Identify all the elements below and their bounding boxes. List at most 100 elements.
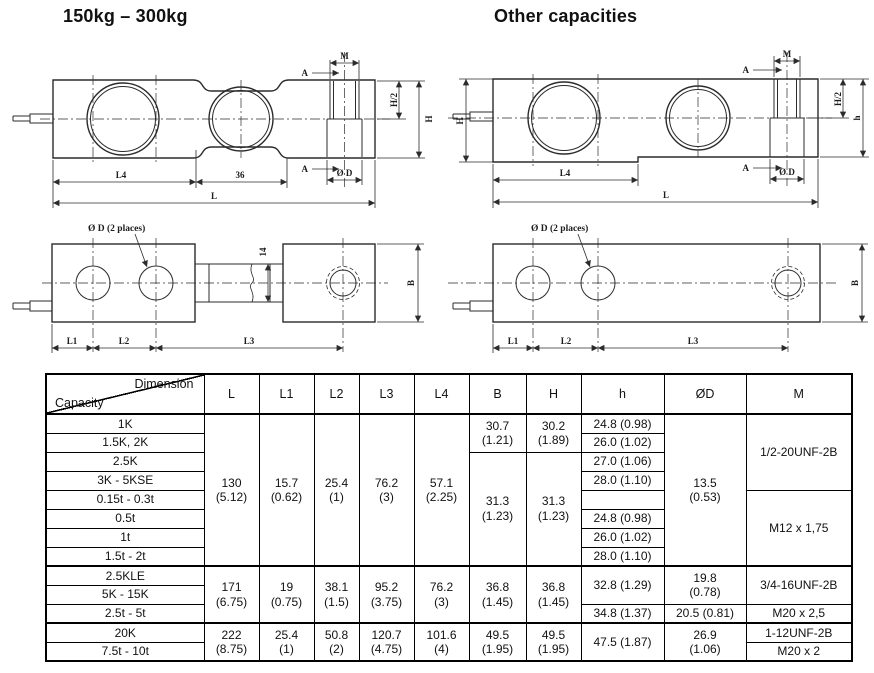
value-l: 171 (6.75) [203, 565, 260, 624]
table-row: 5K - 15K [45, 584, 852, 605]
value-l2: 25.4 (1) [313, 413, 360, 567]
dimension-table: Dimension Capacity L L1 L2 L3 L4 B H h Ø… [45, 373, 853, 662]
value-h: 36.8 (1.45) [525, 565, 582, 624]
dim-label-l1: L1 [508, 336, 519, 346]
col-header-l2: L2 [313, 373, 360, 415]
body-outline [492, 78, 819, 163]
value-od: 13.5 (0.53) [663, 413, 747, 567]
value-l: 222 (8.75) [203, 622, 260, 662]
value-od: 19.8 (0.78) [663, 565, 747, 605]
col-header-od: ØD [663, 373, 747, 415]
dim-label-l2: L2 [561, 336, 572, 346]
bore-circle-2 [208, 86, 274, 152]
break-line [250, 263, 254, 303]
left-side-view-drawing: M A A H/2 H L4 36 L Ø D [12, 51, 434, 208]
value-l3: 120.7 (4.75) [358, 622, 415, 662]
table-row: 7.5t - 10t M20 x 2 [45, 641, 853, 662]
value-hlow: 47.5 (1.87) [580, 622, 665, 662]
table-row: 1.5K, 2K 26.0 (1.02) [45, 432, 852, 453]
value-hlow [580, 489, 665, 510]
value-hlow: 24.8 (0.98) [580, 508, 665, 529]
value-h: 49.5 (1.95) [525, 622, 582, 662]
capacity-label: 3K - 5KSE [45, 470, 205, 491]
mounting-hole-2 [138, 265, 174, 301]
load-stud [326, 81, 363, 157]
value-hlow: 24.8 (0.98) [580, 413, 665, 434]
mounting-hole-1 [515, 265, 551, 301]
col-header-b: B [468, 373, 527, 415]
dim-label-h2: H/2 [389, 93, 399, 108]
extension-lines [51, 243, 424, 353]
left-block [51, 243, 196, 323]
value-b: 36.8 (1.45) [468, 565, 527, 624]
cable [12, 113, 54, 124]
table-row: 20K 222 (8.75) 25.4 (1) 50.8 (2) 120.7 (… [45, 622, 853, 662]
od-leader-line [134, 233, 148, 268]
value-od: 26.9 (1.06) [663, 622, 747, 662]
value-l1: 25.4 (1) [258, 622, 315, 662]
value-hlow: 27.0 (1.06) [580, 451, 665, 472]
bore-circle-2-inner [669, 89, 727, 147]
cable [452, 300, 494, 312]
table-row: 1K 130 (5.12) 15.7 (0.62) 25.4 (1) 76.2 … [45, 413, 853, 567]
value-hlow: 26.0 (1.02) [580, 432, 665, 453]
extension-lines [492, 243, 868, 353]
dim-label-h: H [424, 115, 434, 122]
value-m: M20 x 2,5 [745, 603, 853, 624]
dim-label-l4: L4 [560, 168, 571, 178]
dim-label-l3: L3 [244, 336, 255, 346]
value-hlow: 26.0 (1.02) [580, 527, 665, 548]
value-l3: 95.2 (3.75) [358, 565, 415, 624]
col-header-l3: L3 [358, 373, 415, 415]
value-b: 49.5 (1.95) [468, 622, 527, 662]
load-stud [769, 79, 805, 157]
value-l2: 50.8 (2) [313, 622, 360, 662]
value-m: M20 x 2 [745, 641, 853, 662]
table-row: 2.5K 31.3 (1.23) 31.3 (1.23) 27.0 (1.06) [45, 451, 852, 567]
page-title-left: 150kg – 300kg [63, 6, 188, 26]
table-row: 2.5KLE 171 (6.75) 19 (0.75) 38.1 (1.5) 9… [45, 565, 853, 624]
corner-capacity-label: Capacity [55, 396, 104, 410]
center-shaft [195, 263, 283, 303]
capacity-label: 0.5t [45, 508, 205, 529]
col-header-h: H [525, 373, 582, 415]
dim-label-b: B [850, 280, 860, 286]
value-b: 31.3 (1.23) [468, 451, 527, 567]
cable [12, 300, 53, 312]
capacity-label: 5K - 15K [45, 584, 205, 605]
centerlines [42, 238, 388, 352]
col-header-l4: L4 [413, 373, 470, 415]
value-l2: 38.1 (1.5) [313, 565, 360, 624]
value-hlow: 28.0 (1.10) [580, 470, 665, 491]
dim-label-od: Ø D [337, 168, 353, 178]
value-m: 1/2-20UNF-2B [745, 413, 853, 491]
right-side-view-drawing: M A A H H/2 h L4 L Ø D [448, 49, 869, 208]
mounting-hole-1 [75, 265, 111, 301]
dim-label-h: H [455, 117, 465, 124]
value-od: 20.5 (0.81) [663, 603, 747, 624]
dim-label-l1: L1 [67, 336, 78, 346]
extension-lines [52, 60, 425, 208]
capacity-label: 20K [45, 622, 205, 643]
capacity-label: 1.5K, 2K [45, 432, 205, 453]
left-bottom-view-drawing: Ø D (2 places) 14 B L1 L2 L3 [12, 223, 424, 353]
threaded-hole [774, 269, 802, 297]
body-block [492, 243, 821, 323]
value-hlow: 34.8 (1.37) [580, 603, 665, 624]
table-row: 3K - 5KSE 28.0 (1.10) [45, 470, 852, 491]
col-header-l: L [203, 373, 260, 415]
capacity-label: 1K [45, 413, 205, 434]
value-l4: 57.1 (2.25) [413, 413, 470, 567]
capacity-label: 7.5t - 10t [45, 641, 205, 662]
right-bottom-view-drawing: Ø D (2 places) B L1 L2 L3 [448, 223, 868, 353]
value-m: 3/4-16UNF-2B [745, 565, 853, 605]
capacity-label: 2.5t - 5t [45, 603, 205, 624]
dim-label-36: 36 [236, 170, 246, 180]
value-l: 130 (5.12) [203, 413, 260, 567]
dim-label-m: M [783, 49, 792, 59]
dim-label-od: Ø D [779, 167, 795, 177]
capacity-label: 2.5K [45, 451, 205, 472]
value-l4: 76.2 (3) [413, 565, 470, 624]
mounting-hole-2 [580, 265, 616, 301]
bore-circle-2-inner [212, 90, 270, 148]
